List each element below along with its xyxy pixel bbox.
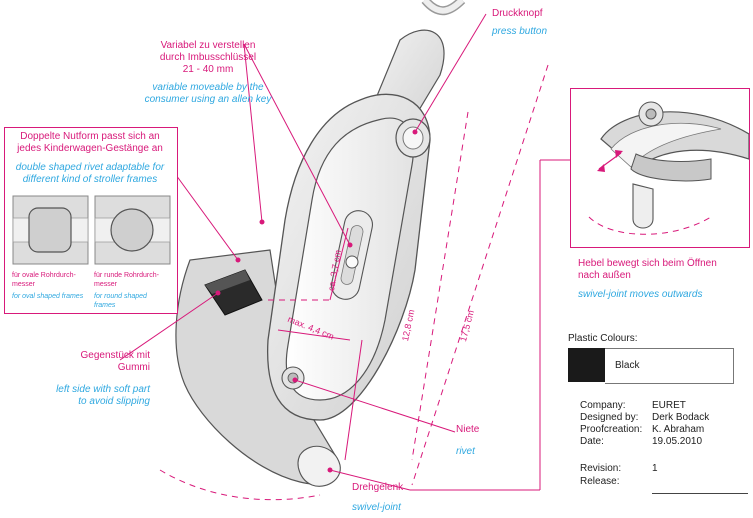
- release-line: [652, 493, 748, 494]
- plastic-colours-heading: Plastic Colours:: [568, 333, 638, 344]
- revision-label: Revision:: [580, 463, 622, 474]
- counterpart-label-en-1: left side with soft part: [56, 384, 150, 395]
- colour-swatch: [568, 348, 605, 382]
- colour-name: Black: [615, 360, 640, 371]
- swivel-detail-panel: [570, 88, 750, 248]
- dimension-guides: [159, 64, 549, 501]
- adjust-label-de-1: Variabel zu verstellen: [160, 40, 256, 51]
- date-value: 19.05.2010: [652, 436, 703, 447]
- proof-value: K. Abraham: [652, 424, 705, 435]
- company-label: Company:: [580, 400, 626, 411]
- oval-label-en: for oval shaped frames: [12, 293, 84, 300]
- rivet-label-en: rivet: [456, 446, 475, 457]
- designed-value: Derk Bodack: [652, 412, 710, 423]
- lever-label-de-2: nach außen: [578, 270, 631, 281]
- lever-label-de-1: Hebel bewegt sich beim Öffnen: [578, 258, 717, 269]
- swivel-foot: [297, 445, 341, 487]
- adjust-label-en-2: consumer using an allen key: [144, 94, 272, 105]
- designed-label: Designed by:: [580, 412, 639, 423]
- oval-label-de-1: für ovale Rohrdurch-: [12, 272, 76, 279]
- release-label: Release:: [580, 476, 620, 487]
- rivet-shape-label-de-1: Doppelte Nutform passt sich an: [20, 131, 160, 142]
- counterpart-label-de-2: Gummi: [117, 362, 150, 373]
- rivet-shape-label-en-1: double shaped rivet adaptable for: [15, 162, 165, 173]
- leader-lines: [119, 13, 570, 491]
- rivet-shape-label-en-2: different kind of stroller frames: [22, 174, 158, 185]
- round-label-en-2: frames: [94, 302, 116, 309]
- revision-value: 1: [652, 463, 658, 474]
- proof-label: Proofcreation:: [580, 424, 643, 435]
- push-button-label-en: press button: [492, 26, 548, 37]
- lever-label-en: swivel-joint moves outwards: [578, 289, 703, 300]
- counterpart-label-en-2: to avoid slipping: [78, 396, 150, 407]
- rivet-shape-panel: [4, 127, 178, 314]
- rivet-label-de: Niete: [456, 424, 480, 435]
- round-label-en-1: for round shaped: [94, 293, 147, 300]
- rivet-shape-label-de-2: jedes Kinderwagen-Gestänge an: [17, 143, 163, 154]
- company-value: EURET: [652, 400, 686, 411]
- adjust-label-en-1: variable moveable by the: [152, 82, 264, 93]
- counterpart-label-de-1: Gegenstück mit: [80, 350, 150, 361]
- rivet-cross-sections: [12, 195, 171, 265]
- adjust-label-de-2: durch Imbusschlüssel: [159, 52, 257, 63]
- swivel-detail-drawing: [588, 101, 749, 235]
- round-label-de-2: messer: [94, 281, 117, 288]
- round-profile: [110, 208, 154, 252]
- leader-dots: [215, 129, 418, 473]
- oval-label-de-2: messer: [12, 281, 35, 288]
- round-label-de-1: für runde Rohrdurch-: [94, 272, 159, 279]
- swivel-label-de: Drehgelenk: [352, 482, 404, 493]
- swivel-label-en: swivel-joint: [352, 502, 401, 513]
- push-button-label-de: Druckknopf: [492, 8, 543, 19]
- date-label: Date:: [580, 436, 604, 447]
- adjust-label-de-3: 21 - 40 mm: [182, 64, 234, 75]
- dimension-lines: [277, 227, 363, 461]
- oval-profile: [28, 207, 72, 253]
- colour-name-box: Black: [605, 348, 734, 384]
